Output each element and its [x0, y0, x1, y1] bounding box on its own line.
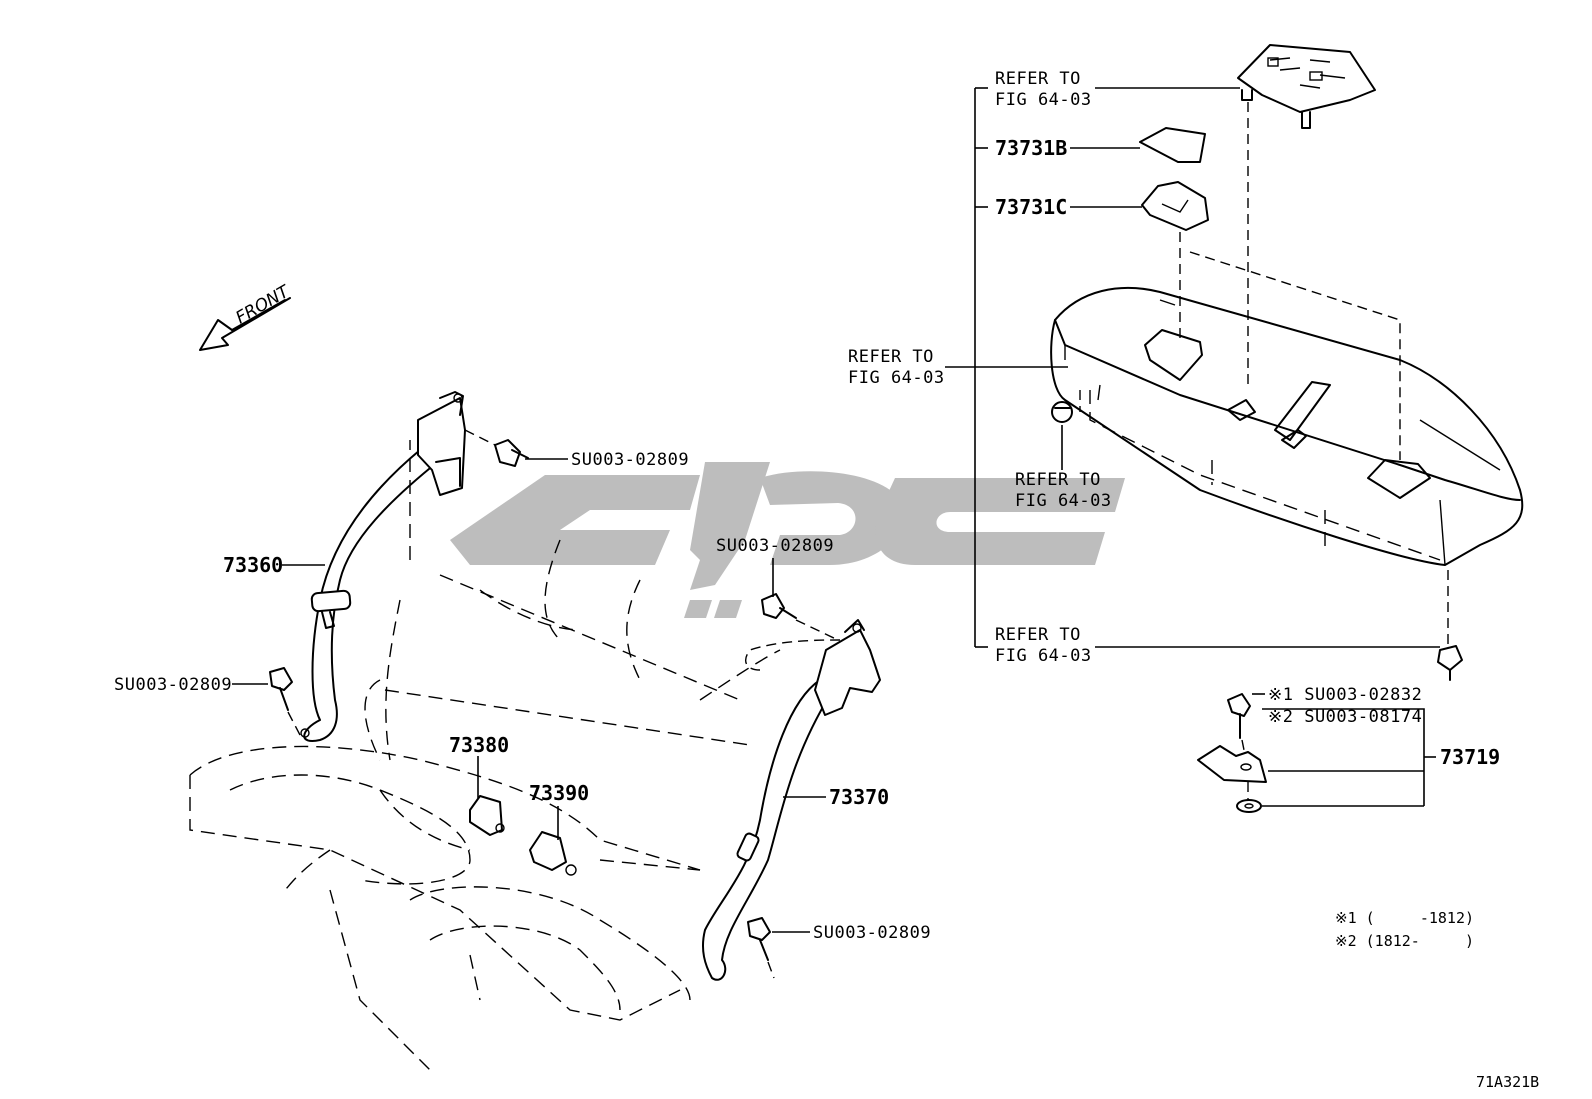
- buckle-73390[interactable]: [529, 831, 577, 876]
- figure-code: 71A321B: [1476, 1073, 1539, 1091]
- seat-belt-73370[interactable]: [702, 619, 881, 981]
- bracket-73719[interactable]: [1197, 745, 1267, 783]
- refer-label-clip-1: REFER TO: [1015, 470, 1101, 490]
- bracket-73731c[interactable]: [1141, 181, 1209, 231]
- footnote-2: ※2 (1812- ): [1335, 932, 1474, 950]
- vent-grille-part: [1237, 44, 1376, 129]
- part-number-73360: 73360: [223, 553, 283, 577]
- part-number-73731b: 73731B: [995, 136, 1067, 160]
- bolt-label-a: SU003-02809: [114, 675, 232, 695]
- bolt-note-1: ※1 SU003-02832: [1268, 685, 1422, 705]
- refer-label-mid-2: FIG 64-03: [848, 368, 945, 388]
- part-number-73731c: 73731C: [995, 195, 1067, 219]
- refer-label-mid-1: REFER TO: [848, 347, 934, 367]
- package-tray: [1050, 286, 1524, 566]
- bolt-icon[interactable]: [269, 667, 293, 711]
- bolt-icon[interactable]: [761, 593, 797, 619]
- pad-73731b[interactable]: [1139, 127, 1206, 163]
- part-number-73370: 73370: [829, 785, 889, 809]
- refer-label-clip-2: FIG 64-03: [1015, 491, 1112, 511]
- bolt-note-2: ※2 SU003-08174: [1268, 707, 1422, 727]
- clip-icon: [1437, 645, 1463, 681]
- rear-seat-outline: [189, 440, 781, 1071]
- bolt-icon[interactable]: [1227, 693, 1251, 739]
- buckle-73380[interactable]: [469, 795, 505, 836]
- refer-label-bottom-1: REFER TO: [995, 625, 1081, 645]
- refer-label-bottom-2: FIG 64-03: [995, 646, 1092, 666]
- bolt-icon[interactable]: [494, 439, 529, 467]
- bolt-icon[interactable]: [747, 917, 771, 961]
- clip-icon: [1051, 401, 1073, 423]
- refer-label-top-1: REFER TO: [995, 69, 1081, 89]
- watermark-logo: [450, 462, 1125, 618]
- footnote-1: ※1 ( -1812): [1335, 909, 1474, 927]
- front-label: FRONT: [233, 281, 295, 328]
- part-number-73390: 73390: [529, 781, 589, 805]
- part-number-73380: 73380: [449, 733, 509, 757]
- bolt-label-b: SU003-02809: [571, 450, 689, 470]
- seat-belt-73360[interactable]: [300, 391, 466, 742]
- part-number-73719: 73719: [1440, 745, 1500, 769]
- bolt-label-c: SU003-02809: [716, 536, 834, 556]
- bolt-label-d: SU003-02809: [813, 923, 931, 943]
- front-arrow-icon: FRONT: [199, 281, 295, 351]
- refer-label-top-2: FIG 64-03: [995, 90, 1092, 110]
- washer-icon: [1236, 799, 1262, 813]
